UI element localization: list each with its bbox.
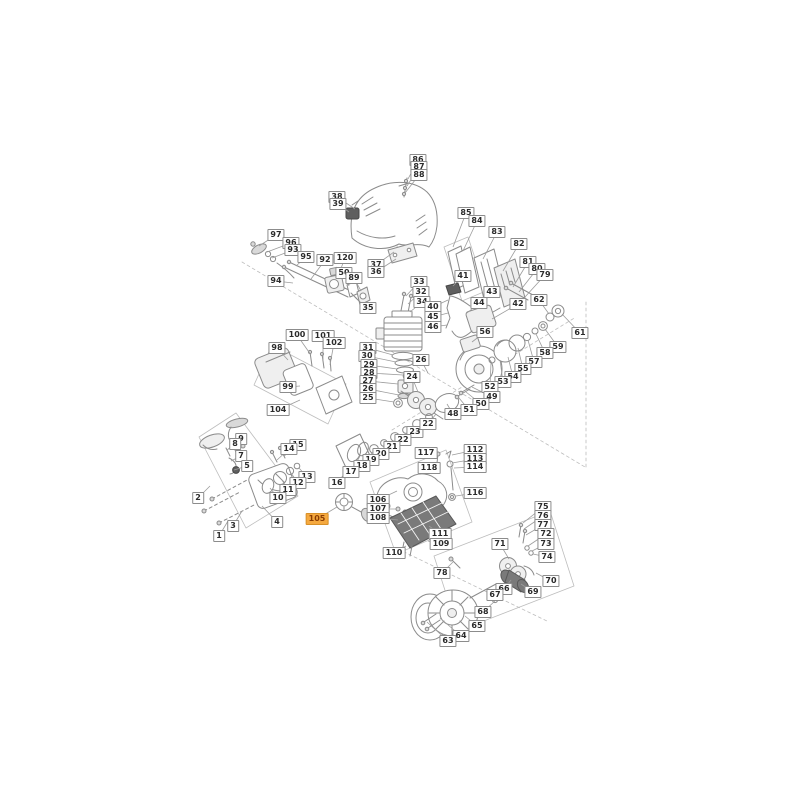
carburetor-assembly (250, 241, 371, 312)
part-label-92[interactable]: 92 (316, 254, 334, 266)
part-label-97[interactable]: 97 (267, 229, 285, 241)
part-label-72[interactable]: 72 (537, 528, 555, 540)
part-label-51[interactable]: 51 (460, 404, 478, 416)
part-label-25[interactable]: 25 (359, 392, 377, 404)
part-label-84[interactable]: 84 (468, 215, 486, 227)
part-label-120[interactable]: 120 (333, 252, 357, 264)
part-label-16[interactable]: 16 (328, 477, 346, 489)
part-label-61[interactable]: 61 (571, 327, 589, 339)
part-label-62[interactable]: 62 (530, 294, 548, 306)
part-label-74[interactable]: 74 (538, 551, 556, 563)
part-label-102[interactable]: 102 (322, 337, 346, 349)
part-label-42[interactable]: 42 (509, 298, 527, 310)
part-label-110[interactable]: 110 (382, 547, 406, 559)
part-label-94[interactable]: 94 (267, 275, 285, 287)
recoil-starter-group (410, 583, 497, 641)
part-label-78[interactable]: 78 (433, 567, 451, 579)
part-label-73[interactable]: 73 (537, 538, 555, 550)
cylinder-shroud-plate (387, 242, 418, 319)
part-label-63[interactable]: 63 (439, 635, 457, 647)
part-label-4[interactable]: 4 (271, 516, 283, 528)
part-label-82[interactable]: 82 (510, 238, 528, 250)
part-label-114[interactable]: 114 (463, 461, 487, 473)
part-label-1[interactable]: 1 (213, 530, 225, 542)
part-label-69[interactable]: 69 (524, 586, 542, 598)
part-label-67[interactable]: 67 (486, 589, 504, 601)
part-label-117[interactable]: 117 (414, 447, 438, 459)
part-label-7[interactable]: 7 (235, 450, 247, 462)
part-label-104[interactable]: 104 (266, 404, 290, 416)
part-label-22[interactable]: 22 (419, 418, 437, 430)
part-label-36[interactable]: 36 (367, 266, 385, 278)
engine-cover (345, 177, 438, 250)
part-label-10[interactable]: 10 (269, 492, 287, 504)
part-label-44[interactable]: 44 (470, 297, 488, 309)
part-label-95[interactable]: 95 (297, 251, 315, 263)
cylinder-piston-group (375, 310, 423, 408)
part-label-39[interactable]: 39 (329, 198, 347, 210)
part-label-8[interactable]: 8 (229, 438, 241, 450)
part-label-48[interactable]: 48 (444, 408, 462, 420)
part-label-14[interactable]: 14 (280, 443, 298, 455)
part-label-109[interactable]: 109 (429, 538, 453, 550)
clutch-drive-group (448, 522, 535, 604)
fuel-tank-starter-group (199, 417, 301, 526)
part-label-93[interactable]: 93 (284, 244, 302, 256)
part-label-35[interactable]: 35 (359, 302, 377, 314)
part-label-5[interactable]: 5 (241, 460, 253, 472)
part-label-105[interactable]: 105 (305, 513, 329, 525)
part-label-26[interactable]: 26 (412, 354, 430, 366)
part-label-24[interactable]: 24 (403, 371, 421, 383)
part-label-70[interactable]: 70 (542, 575, 560, 587)
part-label-43[interactable]: 43 (483, 286, 501, 298)
part-label-108[interactable]: 108 (366, 512, 390, 524)
part-label-17[interactable]: 17 (342, 466, 360, 478)
part-label-2[interactable]: 2 (192, 492, 204, 504)
part-label-56[interactable]: 56 (476, 326, 494, 338)
part-label-88[interactable]: 88 (410, 169, 428, 181)
part-label-118[interactable]: 118 (417, 462, 441, 474)
part-label-83[interactable]: 83 (488, 226, 506, 238)
part-label-45[interactable]: 45 (424, 311, 442, 323)
part-label-65[interactable]: 65 (468, 620, 486, 632)
part-label-116[interactable]: 116 (463, 487, 487, 499)
part-label-99[interactable]: 99 (279, 381, 297, 393)
part-label-46[interactable]: 46 (424, 321, 442, 333)
part-label-100[interactable]: 100 (285, 329, 309, 341)
part-label-89[interactable]: 89 (345, 272, 363, 284)
part-label-79[interactable]: 79 (536, 269, 554, 281)
part-label-98[interactable]: 98 (268, 342, 286, 354)
part-label-3[interactable]: 3 (227, 520, 239, 532)
part-label-71[interactable]: 71 (491, 538, 509, 550)
part-label-68[interactable]: 68 (474, 606, 492, 618)
part-label-41[interactable]: 41 (454, 270, 472, 282)
